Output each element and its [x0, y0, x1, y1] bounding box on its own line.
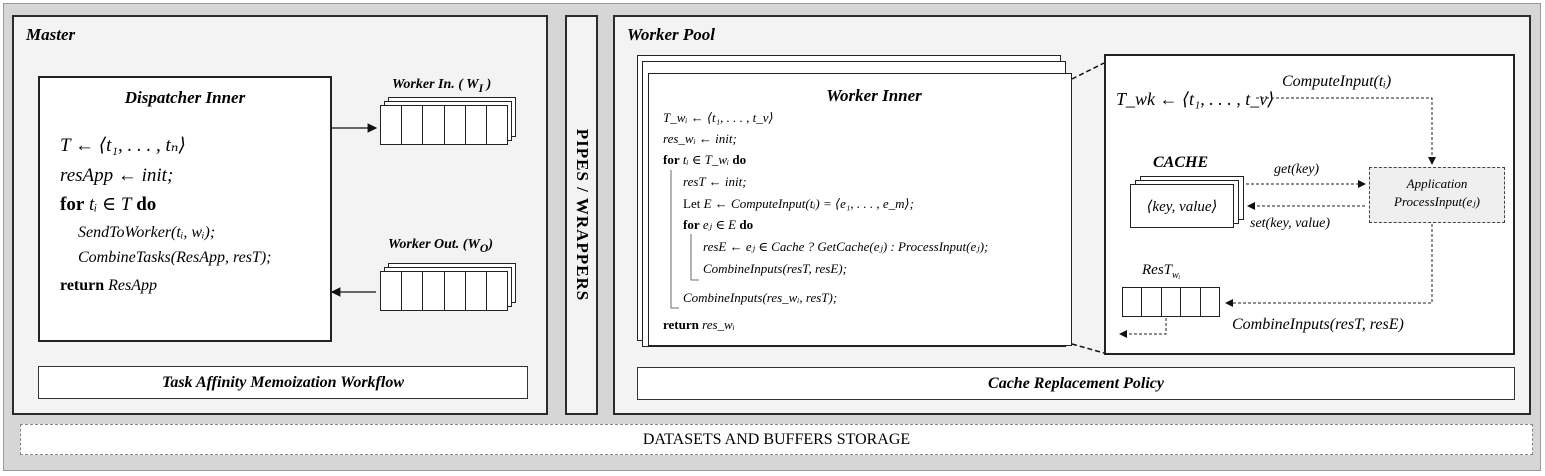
worker-line-2: res_wᵢ ← init;	[663, 131, 737, 146]
task-list-expression: T_wk ← ⟨t₁, . . . , t_v⟩	[1116, 89, 1275, 109]
worker-line-8: CombineInputs(resT, resE);	[703, 261, 847, 276]
worker-detail-box: T_wk ← ⟨t₁, . . . , t_v⟩ ComputeInput(tᵢ…	[1104, 54, 1515, 355]
dispatcher-line-4: SendToWorker(tᵢ, wᵢ);	[78, 224, 216, 241]
dispatcher-line-5: CombineTasks(ResApp, resT);	[78, 249, 272, 266]
let-keyword: Let	[683, 196, 701, 211]
cache-title: CACHE	[1153, 154, 1209, 171]
worker-line-5: Let E ← ComputeInput(tᵢ) = ⟨e₁, . . . , …	[683, 196, 914, 212]
worker-out-tail: )	[488, 237, 494, 252]
worker-pool-panel: Worker Pool Worker Inner T_wᵢ ← ⟨t₁, . .…	[613, 15, 1531, 415]
dispatcher-line-6: return ResApp	[60, 277, 157, 295]
do-keyword: do	[732, 152, 747, 167]
worker-line-1: T_wᵢ ← ⟨t₁, . . . , t_v⟩	[663, 110, 774, 125]
application-box: Application ProcessInput(eⱼ)	[1369, 167, 1505, 223]
loop-condition: eⱼ ∈ E	[702, 217, 737, 232]
worker-in-label: Worker In. ( WI )	[392, 77, 491, 95]
for-keyword: for	[683, 217, 700, 232]
set-key-value-label: set(key, value)	[1250, 216, 1331, 231]
combine-inputs-label: CombineInputs(resT, resE)	[1232, 316, 1404, 333]
return-keyword: return	[60, 277, 105, 294]
worker-out-sub: O	[479, 241, 489, 255]
worker-inner-box: Worker Inner T_wᵢ ← ⟨t₁, . . . , t_v⟩ re…	[648, 73, 1072, 346]
storage-bar: DATASETS AND BUFFERS STORAGE	[20, 424, 1533, 455]
do-keyword: do	[136, 194, 157, 215]
worker-line-3: for tᵢ ∈ T_wᵢ do	[663, 152, 746, 168]
worker-in-text: Worker In. ( W	[392, 77, 479, 92]
worker-out-label: Worker Out. (WO)	[388, 237, 493, 255]
worker-line-10: return res_wᵢ	[663, 317, 735, 333]
worker-in-tail: )	[483, 77, 492, 92]
for-keyword: for	[60, 194, 85, 215]
rest-text: ResT	[1142, 262, 1172, 278]
worker-line-6: for eⱼ ∈ E do	[683, 217, 753, 233]
dispatcher-line-3: for tᵢ ∈ T do	[60, 193, 156, 216]
return-value: ResApp	[108, 277, 158, 294]
worker-line-4: resT ← init;	[683, 174, 747, 189]
master-title: Master	[26, 25, 76, 44]
for-keyword: for	[663, 152, 680, 167]
worker-line-9: CombineInputs(res_wᵢ, resT);	[683, 290, 838, 305]
return-value: res_wᵢ	[702, 317, 735, 332]
return-keyword: return	[663, 317, 699, 332]
get-key-label: get(key)	[1274, 162, 1320, 177]
master-caption: Task Affinity Memoization Workflow	[38, 366, 528, 399]
dispatcher-line-2: resApp ← init;	[60, 165, 174, 186]
worker-out-text: Worker Out. (W	[388, 237, 480, 252]
cache-store: ⟨key, value⟩	[1130, 184, 1234, 228]
process-input-label: ProcessInput(eⱼ)	[1394, 194, 1480, 209]
worker-in-sub: I	[478, 81, 484, 95]
pipes-wrappers-panel: PIPES / WRAPPERS	[565, 15, 598, 415]
dispatcher-line-1: T ← ⟨t₁, . . . , tₙ⟩	[60, 135, 186, 156]
do-keyword: do	[739, 217, 754, 232]
rest-sub: wᵢ	[1172, 270, 1181, 281]
rest-label: ResTwᵢ	[1142, 262, 1180, 281]
dispatcher-inner-box: Dispatcher Inner T ← ⟨t₁, . . . , tₙ⟩ re…	[38, 76, 332, 342]
loop-condition: tᵢ ∈ T	[89, 194, 132, 215]
dispatcher-title: Dispatcher Inner	[124, 88, 246, 107]
detail-arrows	[1119, 97, 1436, 338]
compute-input-label: ComputeInput(tᵢ)	[1282, 73, 1392, 90]
let-expression: E ← ComputeInput(tᵢ) = ⟨e₁, . . . , e_m⟩…	[703, 196, 914, 211]
worker-inner-title: Worker Inner	[826, 86, 922, 105]
worker-pool-caption: Cache Replacement Policy	[637, 367, 1515, 400]
loop-condition: tᵢ ∈ T_wᵢ	[682, 152, 730, 167]
application-label: Application	[1406, 176, 1468, 191]
worker-line-7: resE ← eⱼ ∈ Cache ? GetCache(eⱼ) : Proce…	[703, 239, 989, 254]
worker-pool-title: Worker Pool	[627, 25, 715, 44]
master-panel: Master Dispatcher Inner T ← ⟨t₁, . . . ,…	[12, 15, 548, 415]
rest-array	[1122, 287, 1220, 317]
cache-key-value: ⟨key, value⟩	[1146, 198, 1218, 215]
zoom-connectors	[1071, 62, 1105, 354]
scope-lines	[670, 170, 699, 309]
